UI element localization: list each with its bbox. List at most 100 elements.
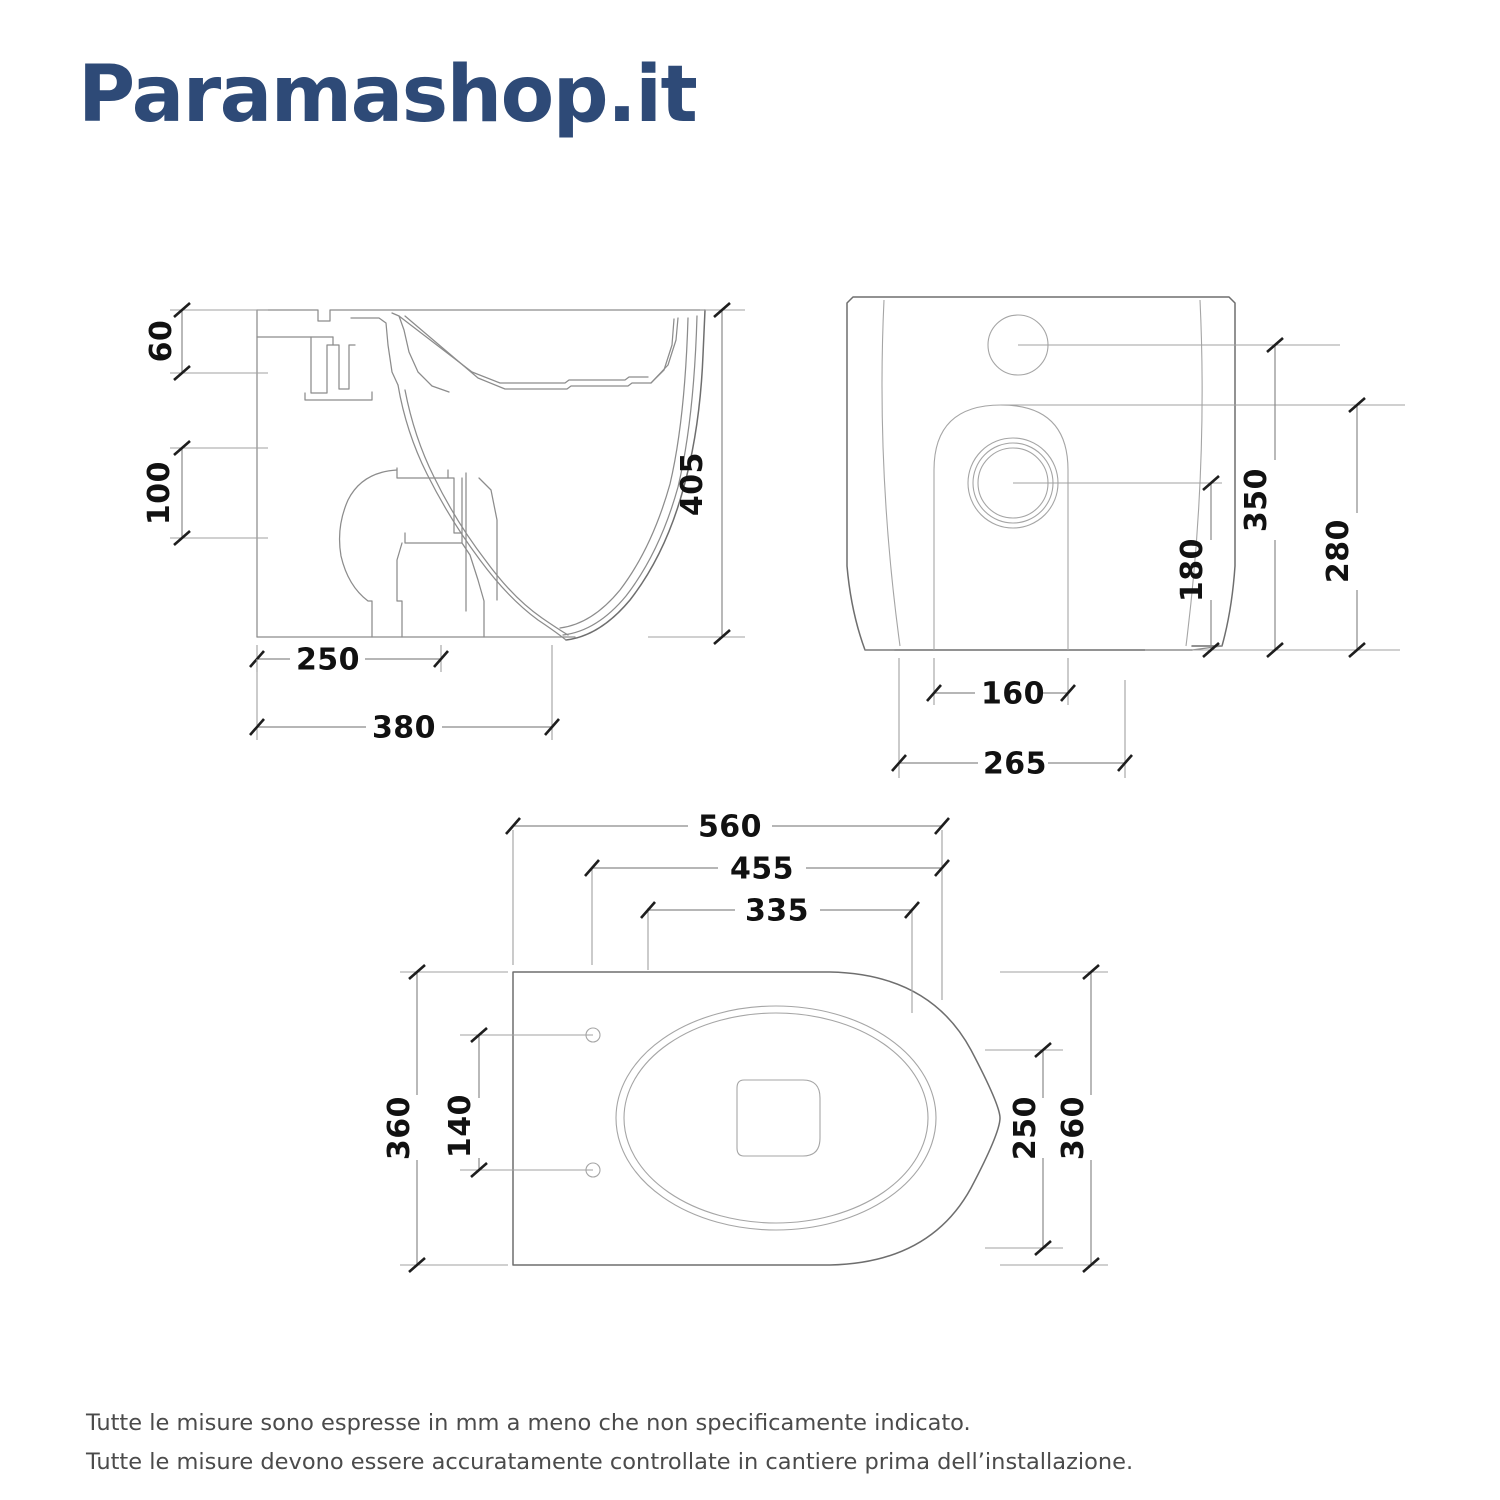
tick-560-right (934, 817, 950, 835)
tick-335-right (904, 901, 920, 919)
side-pedestal-left (338, 469, 398, 638)
dimension-plan-360-right: 360 (1000, 964, 1108, 1273)
dimension-rear-160: 160 (926, 658, 1076, 712)
tick-350-top (1266, 337, 1284, 353)
side-rim-channel-upper (398, 315, 649, 384)
side-rim-left (350, 317, 399, 386)
side-outer-silhouette (565, 309, 706, 641)
tick-280-bottom (1348, 642, 1366, 658)
dimension-plan-560: 560 (505, 810, 950, 845)
tick-360L-bottom (408, 1257, 426, 1273)
dimension-label-160: 160 (981, 677, 1045, 712)
tick-100-bottom (173, 530, 191, 546)
footer-note-line-1: Tutte le misure sono espresse in mm a me… (86, 1410, 971, 1436)
dimension-rear-265: 265 (891, 658, 1133, 782)
tick-265-left (891, 754, 907, 772)
dimension-label-360-left: 360 (382, 1096, 417, 1160)
dimension-side-250: 250 (249, 643, 449, 678)
dimension-plan-140: 140 (443, 1027, 593, 1178)
side-pedestal-foot-right (461, 542, 485, 638)
tick-405-top (713, 302, 731, 318)
tick-560-left (505, 817, 521, 835)
tick-360L-top (408, 964, 426, 980)
dimension-label-100: 100 (142, 461, 177, 525)
plan-rim-inner (623, 1012, 929, 1224)
tick-60-bottom (173, 365, 191, 381)
footer-notes: Tutte le misure sono espresse in mm a me… (86, 1404, 1406, 1482)
dimension-plan-250: 250 (985, 1042, 1063, 1256)
plan-top-view: 560 455 335 (382, 810, 1108, 1273)
side-rim-ridge (391, 312, 450, 393)
dimension-plan-335: 335 (640, 894, 920, 929)
tick-160-right (1060, 684, 1076, 702)
side-inlet-base (304, 391, 373, 401)
tick-455-left (584, 859, 600, 877)
dimension-label-335: 335 (745, 894, 809, 929)
tick-335-left (640, 901, 656, 919)
side-top-edge (256, 309, 706, 322)
side-pedestal-shelf (396, 467, 449, 479)
dimension-label-380: 380 (372, 711, 436, 746)
dimension-label-350: 350 (1239, 468, 1274, 532)
side-inlet-block (310, 336, 334, 394)
tick-360R-top (1082, 964, 1100, 980)
brand-logo: Paramashop.it (78, 50, 698, 140)
tick-380-right (544, 718, 560, 736)
tick-265-right (1117, 754, 1133, 772)
side-pedestal-foot-left (396, 542, 403, 638)
side-elevation-view: 60 100 405 (142, 302, 745, 746)
tick-250-right (433, 650, 449, 668)
dimension-label-360-right: 360 (1056, 1096, 1091, 1160)
side-outer-silhouette-inner (562, 315, 698, 636)
tick-180-bottom (1202, 642, 1220, 658)
tick-280-top (1348, 397, 1366, 413)
side-rim-channel-lower (404, 315, 679, 390)
tick-250P-bottom (1034, 1240, 1052, 1256)
dimension-label-560: 560 (698, 810, 762, 845)
rear-outer-body (846, 296, 1236, 651)
dimension-label-250-plan: 250 (1008, 1096, 1043, 1160)
tick-180-top (1202, 475, 1220, 491)
tick-360R-bottom (1082, 1257, 1100, 1273)
side-rim-right-return (650, 318, 675, 384)
tick-140-bottom (470, 1162, 488, 1178)
tick-100-top (173, 440, 191, 456)
dimension-rear-280: 280 (1295, 397, 1400, 658)
dimension-label-180: 180 (1175, 538, 1210, 602)
tick-455-right (934, 859, 950, 877)
dimension-label-60: 60 (144, 320, 179, 363)
side-pedestal-rib (447, 477, 463, 534)
dimension-rear-350: 350 (1222, 337, 1295, 658)
side-bowl-inner-left2 (404, 389, 569, 636)
rear-bottom-right-foot (1191, 645, 1223, 651)
dimension-side-405: 405 (648, 302, 745, 645)
side-trap-shelf (404, 532, 463, 544)
side-trap-inner (478, 477, 498, 601)
rear-waste-recess-arch (933, 404, 1069, 650)
dimension-label-405: 405 (675, 452, 710, 516)
rear-inner-taper-left (881, 299, 901, 647)
tick-405-bottom (713, 629, 731, 645)
dimension-side-60: 60 (144, 302, 268, 381)
dimension-plan-455: 455 (584, 852, 950, 887)
tick-60-top (173, 302, 191, 318)
dimension-rear-180: 180 (1145, 475, 1222, 658)
tick-160-left (926, 684, 942, 702)
side-outer-silhouette-inner2 (559, 317, 689, 629)
tick-380-left (249, 718, 265, 736)
dimension-side-380: 380 (249, 645, 560, 746)
plan-drain-opening (736, 1079, 821, 1157)
tick-140-top (470, 1027, 488, 1043)
dimension-plan-360-left: 360 (382, 964, 508, 1273)
plan-rim-outer (615, 1005, 937, 1231)
tick-250P-top (1034, 1042, 1052, 1058)
dimension-label-250: 250 (296, 643, 360, 678)
side-bowl-inner-left (397, 384, 567, 641)
side-inlet-fin (332, 344, 356, 390)
plan-body-outline (512, 971, 1001, 1266)
rear-elevation-view: 180 350 280 (846, 296, 1405, 782)
dimension-label-280: 280 (1321, 519, 1356, 583)
tick-350-bottom (1266, 642, 1284, 658)
